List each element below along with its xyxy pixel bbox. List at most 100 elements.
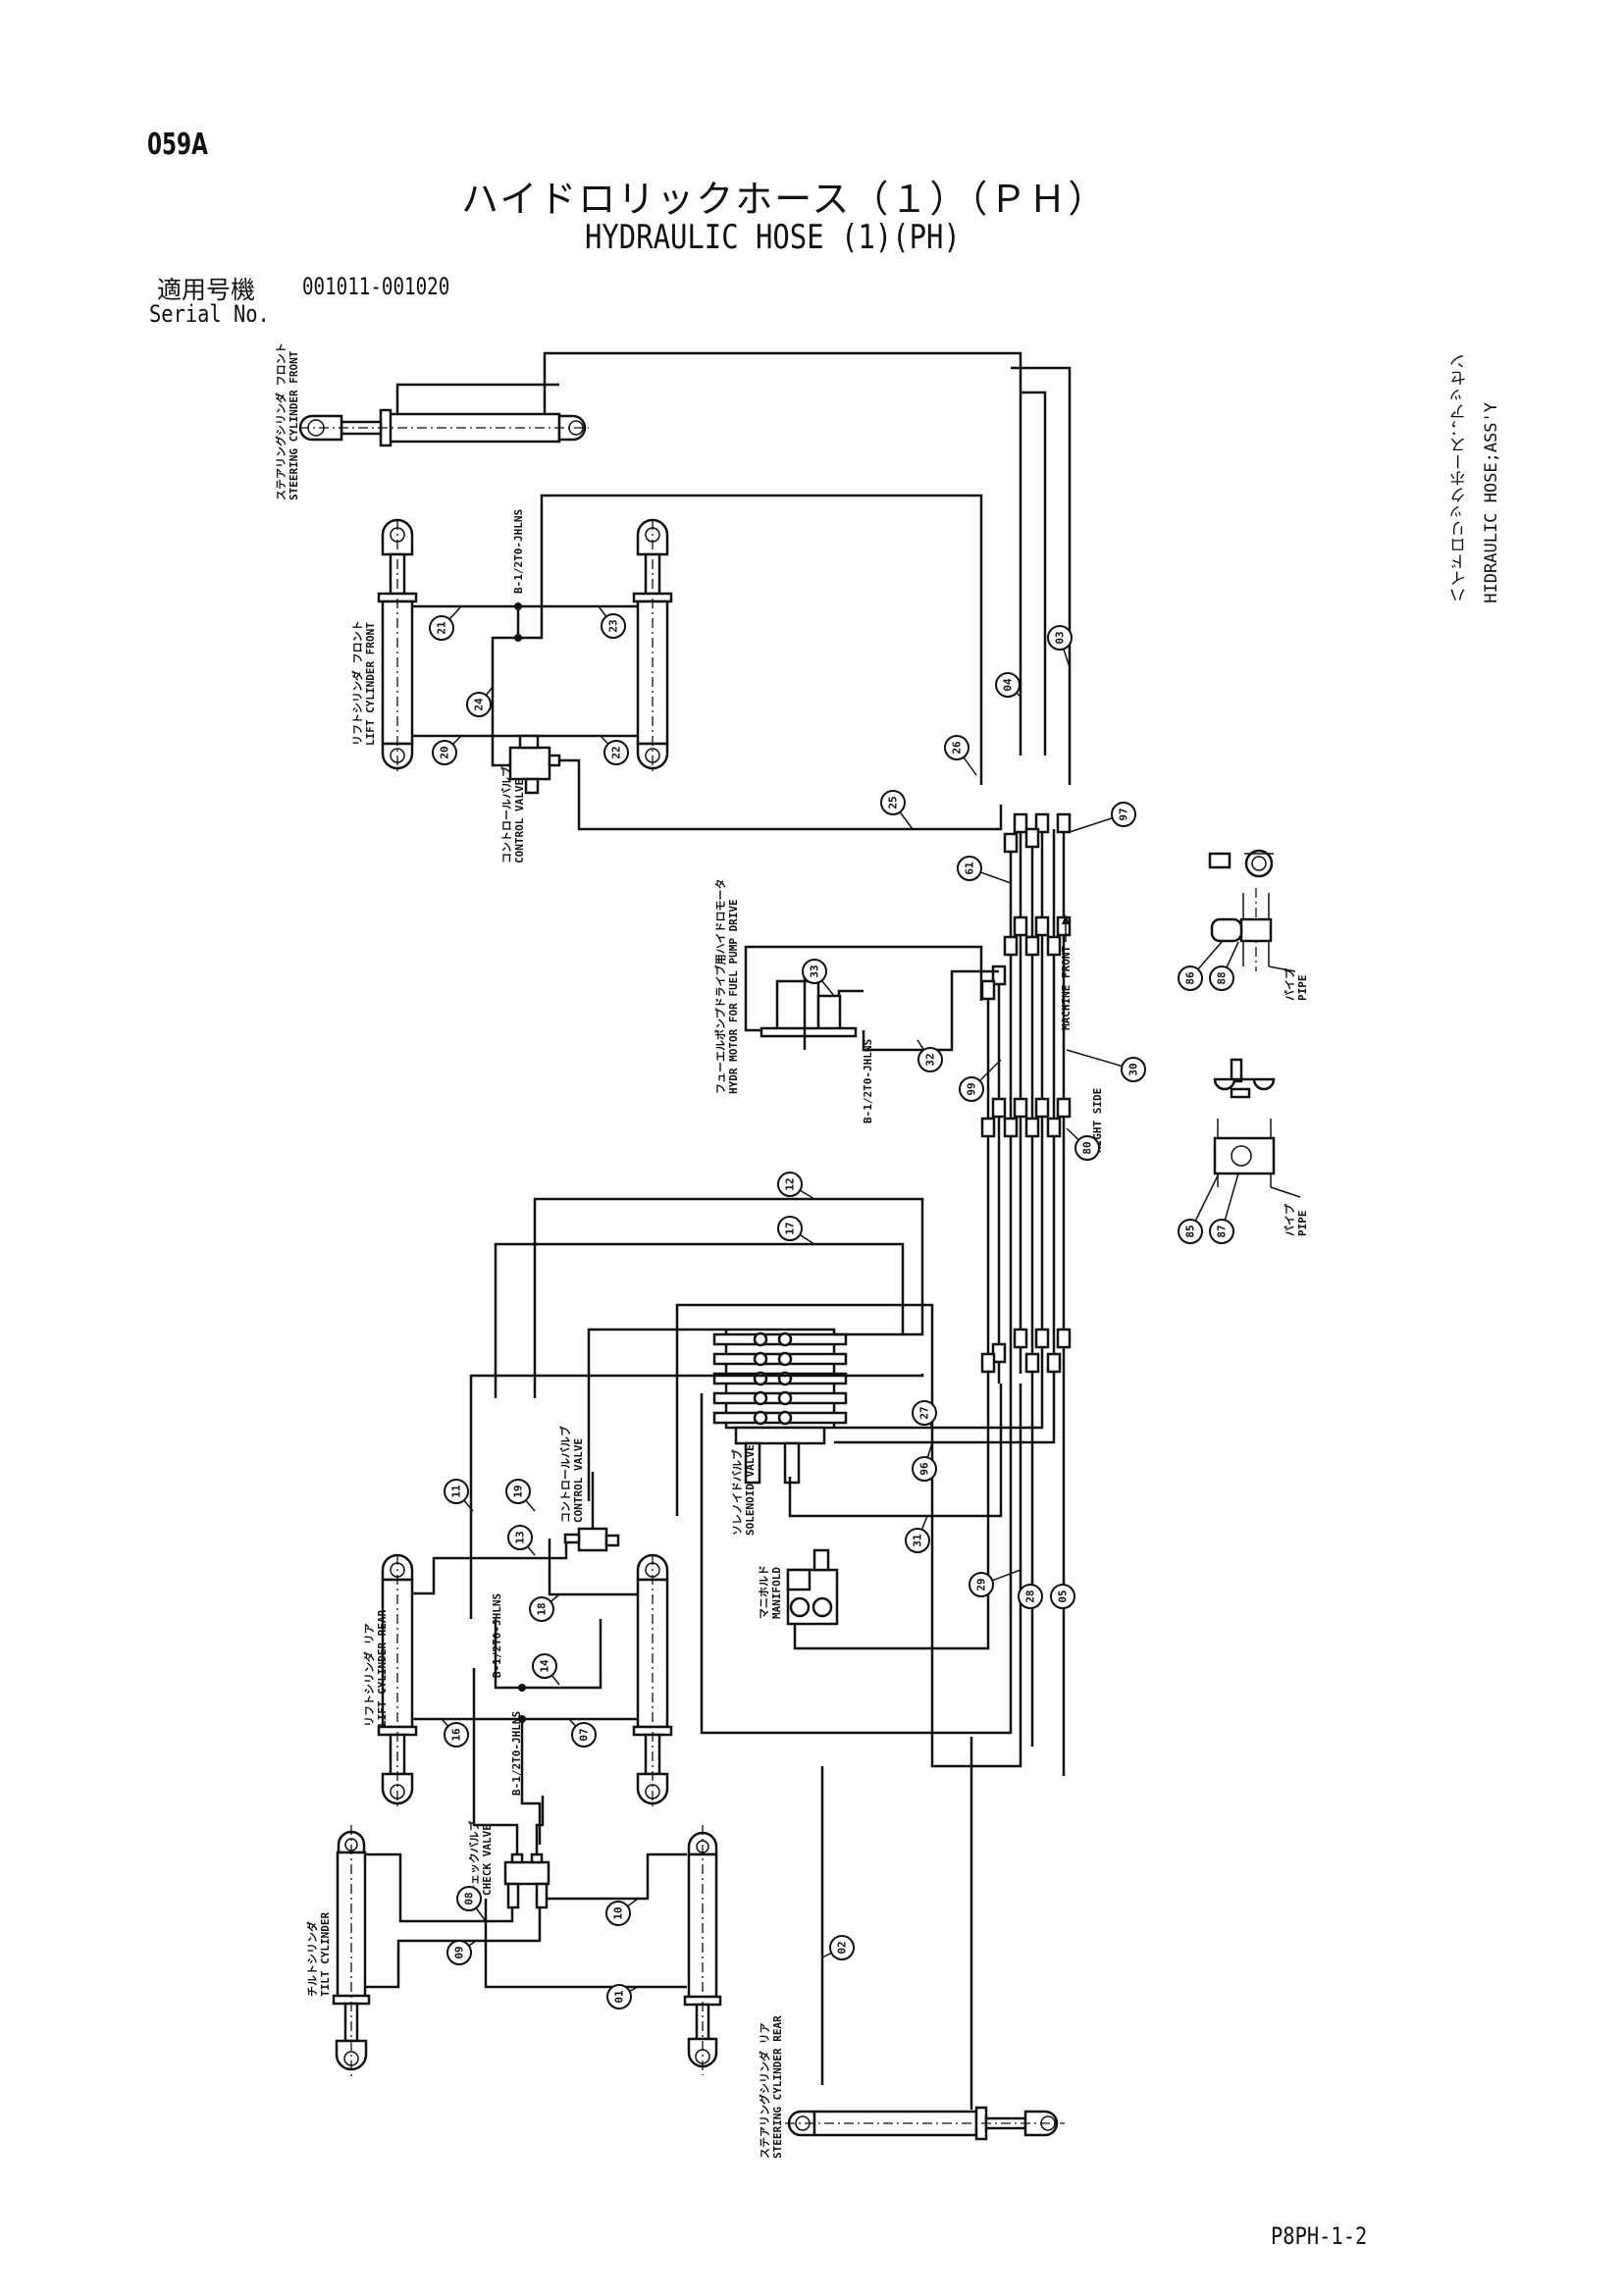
lift-cylinder-rear-left [377, 1553, 418, 1810]
callout-number: 87 [1216, 1225, 1229, 1237]
manifold-label-jp: マニホルド [758, 1565, 770, 1619]
callout-balloon-30: 30 [1066, 1049, 1146, 1082]
callout-balloon-96: 96 [912, 1441, 937, 1482]
tilt-cylinder-label-jp: チルトシリンダ [305, 1921, 319, 1997]
callout-number: 05 [1057, 1590, 1070, 1602]
callout-circle [917, 1047, 943, 1072]
callout-number: 01 [613, 1990, 626, 2004]
callout-number: 22 [610, 746, 623, 758]
callout-circle [507, 1525, 533, 1550]
hydr-motor-label-jp: フューエルポンプドライブ用ハイドロモータ [713, 879, 727, 1094]
page-number: P8PH-1-2 [1271, 2222, 1368, 2250]
callout-number: 88 [1216, 971, 1229, 984]
callout-circle [444, 1479, 469, 1504]
callout-number: 10 [612, 1906, 625, 1919]
callout-circle [1074, 1135, 1100, 1161]
callout-circle [429, 615, 454, 641]
pipe-bundle [980, 812, 1072, 1393]
callout-circle [995, 672, 1021, 698]
fitting-label-b: B-1/2T0-JHLNS [862, 1039, 874, 1123]
serial-number-range: 001011-001020 [302, 273, 450, 300]
callout-circle [444, 1722, 469, 1748]
lift-front-label-en: LIFT CYLINDER FRONT [364, 622, 377, 746]
control-valve-rear-label-jp: コントロールバルブ [558, 1426, 572, 1523]
steering-front-label-jp: ステアリングシリンダ フロント [274, 342, 288, 500]
control-valve-rear [563, 1527, 620, 1552]
callout-balloon-88: 88 [1209, 941, 1239, 991]
callout-circle [957, 856, 982, 881]
callout-number: 97 [1118, 808, 1130, 820]
callout-circle [777, 1216, 803, 1241]
steering-cylinder-front [298, 408, 589, 447]
callout-number: 23 [607, 619, 620, 632]
callout-circle [802, 959, 827, 984]
callout-number: 02 [836, 1941, 849, 1954]
callout-balloon-24: 24 [466, 686, 494, 717]
callout-balloon-32: 32 [917, 1039, 943, 1072]
callout-balloon-86: 86 [1178, 941, 1223, 991]
callout-balloon-31: 31 [905, 1515, 930, 1553]
callout-number: 33 [809, 965, 821, 977]
callout-number: 11 [450, 1485, 463, 1498]
pipe-lower-label-en: PIPE [1296, 1211, 1309, 1237]
check-valve-label-en: CHECK VALVE [481, 1824, 494, 1896]
callout-circle [1111, 802, 1136, 827]
callout-balloon-20: 20 [432, 735, 462, 765]
solenoid-valve-label-en: SOLENOID VALVE [744, 1444, 757, 1536]
callout-circle [505, 1479, 531, 1504]
callout-circle [529, 1596, 554, 1622]
title-japanese: ハイドロリックホース（１）（ＰＨ） [461, 178, 1108, 221]
tilt-right-cylinder [683, 1825, 722, 2075]
callout-number: 16 [450, 1728, 463, 1742]
callout-circle [1047, 625, 1073, 651]
control-valve-front-label-jp: コントロールバルブ [499, 766, 513, 863]
callout-circle [1050, 1584, 1075, 1609]
lift-cylinder-front-right [632, 518, 673, 775]
pipe-clamp-detail-upper [1208, 849, 1296, 972]
callout-balloon-80: 80 [1066, 1127, 1100, 1161]
callout-number: 30 [1127, 1063, 1140, 1075]
callout-balloon-21: 21 [429, 605, 462, 641]
callout-circle [446, 1940, 472, 1965]
callout-circle [603, 740, 629, 765]
callout-balloon-14: 14 [532, 1653, 560, 1686]
callout-circle [1178, 1219, 1203, 1244]
control-valve-front [508, 734, 561, 795]
callout-balloon-33: 33 [802, 959, 835, 997]
control-valve-rear-label-en: CONTROL VALVE [572, 1438, 585, 1523]
callout-balloon-01: 01 [606, 1984, 639, 2009]
callout-number: 20 [439, 746, 451, 758]
callout-circle [1121, 1057, 1146, 1082]
callout-number: 14 [539, 1659, 551, 1673]
callout-circle [912, 1456, 937, 1482]
callout-circle [601, 613, 626, 639]
callout-balloon-97: 97 [1069, 802, 1136, 833]
callout-balloon-99: 99 [959, 1059, 1002, 1102]
callout-number: 09 [453, 1946, 466, 1958]
callout-balloon-29: 29 [969, 1569, 1022, 1597]
callout-balloon-19: 19 [505, 1479, 536, 1512]
callout-number: 04 [1002, 678, 1015, 692]
callout-number: 96 [918, 1462, 931, 1476]
callout-number: 25 [887, 796, 900, 809]
callout-balloon-61: 61 [957, 856, 1012, 884]
callout-circle [1018, 1584, 1043, 1609]
callout-balloon-28: 28 [1018, 1576, 1043, 1609]
callout-circle [829, 1935, 855, 1960]
callout-circle [532, 1653, 557, 1679]
callout-number: 28 [1024, 1590, 1037, 1602]
callout-circle [777, 1172, 803, 1197]
steering-rear-label-jp: ステアリングシリンダ リア [758, 2022, 771, 2159]
callout-balloon-18: 18 [529, 1593, 560, 1622]
callout-number: 17 [784, 1222, 797, 1234]
callout-number: 08 [463, 1892, 476, 1905]
callout-balloon-26: 26 [944, 735, 977, 776]
steering-cylinder-rear [785, 2106, 1065, 2141]
callout-balloon-22: 22 [600, 735, 629, 765]
callout-circle [456, 1886, 482, 1911]
callout-number: 07 [578, 1728, 591, 1741]
steering-front-label-en: STEERING CYLINDER FRONT [288, 350, 300, 500]
lift-rear-label-en: LIFT CYLINDER REAR [376, 1609, 389, 1727]
